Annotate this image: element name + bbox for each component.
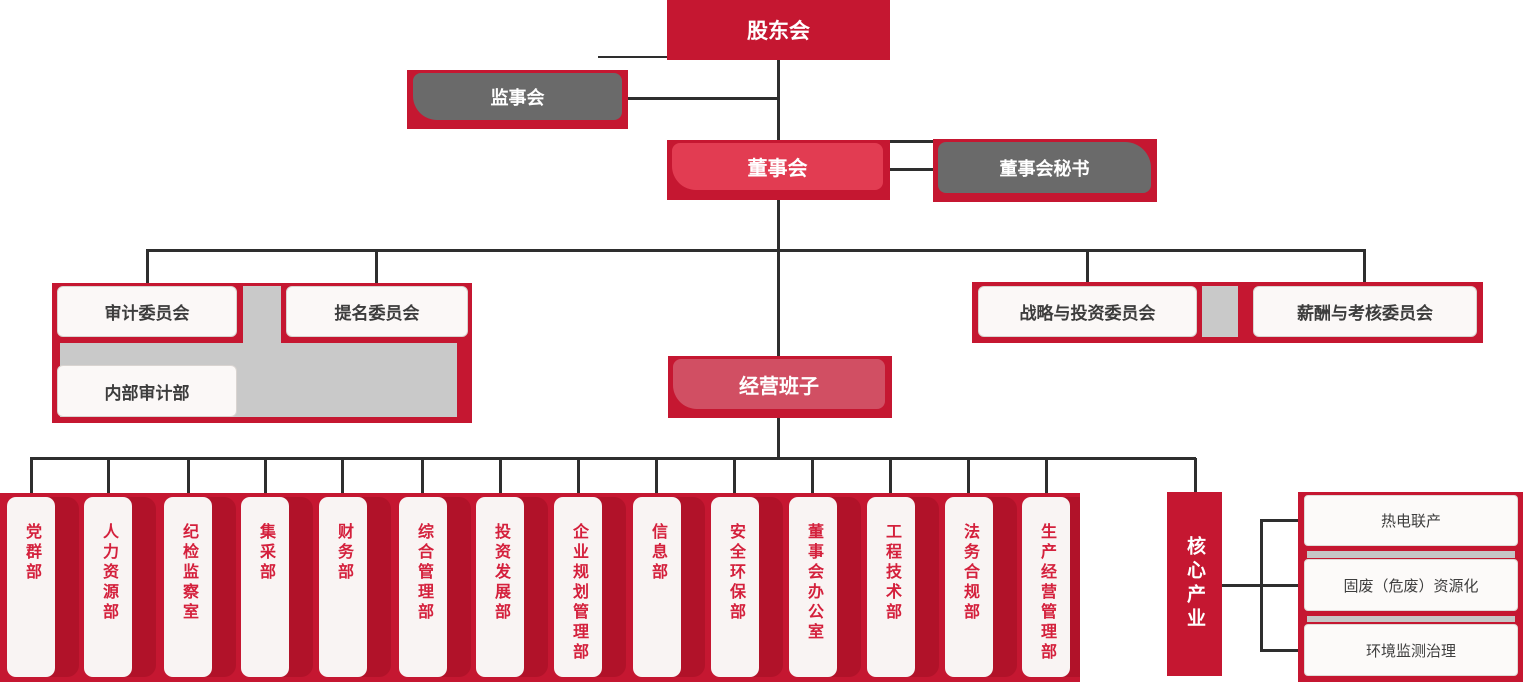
node-business-cogeneration: 热电联产 bbox=[1304, 495, 1518, 546]
node-business-cogeneration-label: 热电联产 bbox=[1380, 513, 1441, 530]
node-internal-audit-dept-label: 内部审计部 bbox=[104, 383, 190, 403]
node-dept-party-masses: 党群部 bbox=[7, 497, 55, 677]
node-dept-enterprise-planning: 企业规划管理部 bbox=[554, 497, 602, 677]
gray-strip-1 bbox=[1307, 551, 1515, 558]
node-dept-board-office: 董事会办公室 bbox=[789, 497, 837, 677]
node-shareholders: 股东会 bbox=[667, 0, 890, 60]
connector-spine-middle bbox=[777, 199, 780, 357]
connector-drop-core-industry bbox=[1194, 458, 1197, 492]
connector-drop-dept-13 bbox=[1045, 458, 1048, 494]
node-dept-engineering-technology: 工程技术部 bbox=[867, 497, 915, 677]
connector-secretary-mid bbox=[882, 168, 934, 171]
node-compensation-assessment-committee-label: 薪酬与考核委员会 bbox=[1297, 304, 1433, 323]
node-dept-procurement: 集采部 bbox=[241, 497, 289, 677]
node-business-solid-waste-label: 固废（危废）资源化 bbox=[1343, 577, 1479, 595]
node-board-secretary: 董事会秘书 bbox=[933, 139, 1157, 202]
node-core-industry: 核心产业 bbox=[1167, 492, 1222, 676]
node-dept-human-resources: 人力资源部 bbox=[84, 497, 132, 677]
connector-drop-dept-12 bbox=[967, 458, 970, 494]
connector-drop-compensation bbox=[1363, 251, 1366, 283]
node-dept-finance: 财务部 bbox=[319, 497, 367, 677]
connector-spine-top bbox=[777, 59, 780, 141]
connector-dept-bus bbox=[30, 457, 1196, 460]
node-management-team: 经营班子 bbox=[668, 356, 892, 418]
node-nomination-committee-label: 提名委员会 bbox=[334, 304, 420, 323]
node-dept-legal-compliance: 法务合规部 bbox=[945, 497, 993, 677]
connector-secretary-top bbox=[888, 140, 934, 143]
group-departments: 党群部 人力资源部 纪检监察室 集采部 财务部 综合管理部 投资发展部 企业规划… bbox=[0, 493, 1080, 682]
node-business-environmental-monitoring: 环境监测治理 bbox=[1304, 624, 1518, 676]
node-dept-discipline-inspection: 纪检监察室 bbox=[164, 497, 212, 677]
node-internal-audit-dept: 内部审计部 bbox=[57, 365, 237, 417]
connector-shareholders-stub bbox=[598, 56, 667, 58]
node-board-of-directors-label: 董事会 bbox=[747, 158, 808, 180]
node-supervisory-board: 监事会 bbox=[407, 70, 628, 129]
node-supervisory-board-label: 监事会 bbox=[490, 87, 545, 108]
node-business-environmental-monitoring-label: 环境监测治理 bbox=[1365, 642, 1456, 660]
connector-drop-dept-0 bbox=[30, 458, 33, 494]
connector-supervisory bbox=[626, 97, 778, 100]
node-board-secretary-label: 董事会秘书 bbox=[999, 158, 1090, 179]
connector-drop-dept-11 bbox=[889, 458, 892, 494]
node-strategy-investment-committee-label: 战略与投资委员会 bbox=[1019, 304, 1156, 323]
node-management-team-label: 经营班子 bbox=[739, 375, 819, 398]
connector-drop-dept-6 bbox=[499, 458, 502, 494]
connector-core-riser bbox=[1260, 519, 1263, 652]
node-nomination-committee: 提名委员会 bbox=[286, 286, 468, 337]
connector-core-branch-bottom bbox=[1261, 649, 1304, 652]
gray-strip-2 bbox=[1307, 616, 1515, 622]
connector-drop-dept-7 bbox=[577, 458, 580, 494]
connector-core-branch-top bbox=[1261, 519, 1304, 522]
connector-spine-bottom bbox=[777, 417, 780, 459]
connector-drop-dept-1 bbox=[107, 458, 110, 494]
gray-divider-strategy bbox=[1202, 286, 1238, 337]
node-dept-information: 信息部 bbox=[633, 497, 681, 677]
connector-drop-dept-2 bbox=[187, 458, 190, 494]
connector-drop-audit bbox=[146, 251, 149, 284]
node-dept-investment-development: 投资发展部 bbox=[476, 497, 524, 677]
connector-drop-strategy bbox=[1086, 251, 1089, 283]
connector-drop-dept-10 bbox=[811, 458, 814, 494]
node-dept-general-management: 综合管理部 bbox=[399, 497, 447, 677]
connector-drop-dept-9 bbox=[733, 458, 736, 494]
node-shareholders-label: 股东会 bbox=[747, 20, 810, 43]
node-audit-committee-label: 审计委员会 bbox=[104, 304, 190, 323]
connector-drop-nomination bbox=[375, 251, 378, 284]
node-dept-safety-environment: 安全环保部 bbox=[711, 497, 759, 677]
node-compensation-assessment-committee: 薪酬与考核委员会 bbox=[1253, 286, 1477, 337]
node-core-industry-label: 核心产业 bbox=[1184, 536, 1205, 632]
node-dept-production-operation: 生产经营管理部 bbox=[1022, 497, 1070, 677]
node-board-of-directors: 董事会 bbox=[667, 140, 890, 200]
connector-drop-dept-5 bbox=[421, 458, 424, 494]
node-strategy-investment-committee: 战略与投资委员会 bbox=[978, 286, 1197, 337]
node-audit-committee: 审计委员会 bbox=[57, 286, 237, 337]
connector-drop-dept-8 bbox=[655, 458, 658, 494]
connector-committee-bus bbox=[146, 249, 1366, 252]
connector-drop-dept-3 bbox=[264, 458, 267, 494]
node-business-solid-waste: 固废（危废）资源化 bbox=[1304, 559, 1518, 611]
connector-drop-dept-4 bbox=[341, 458, 344, 494]
